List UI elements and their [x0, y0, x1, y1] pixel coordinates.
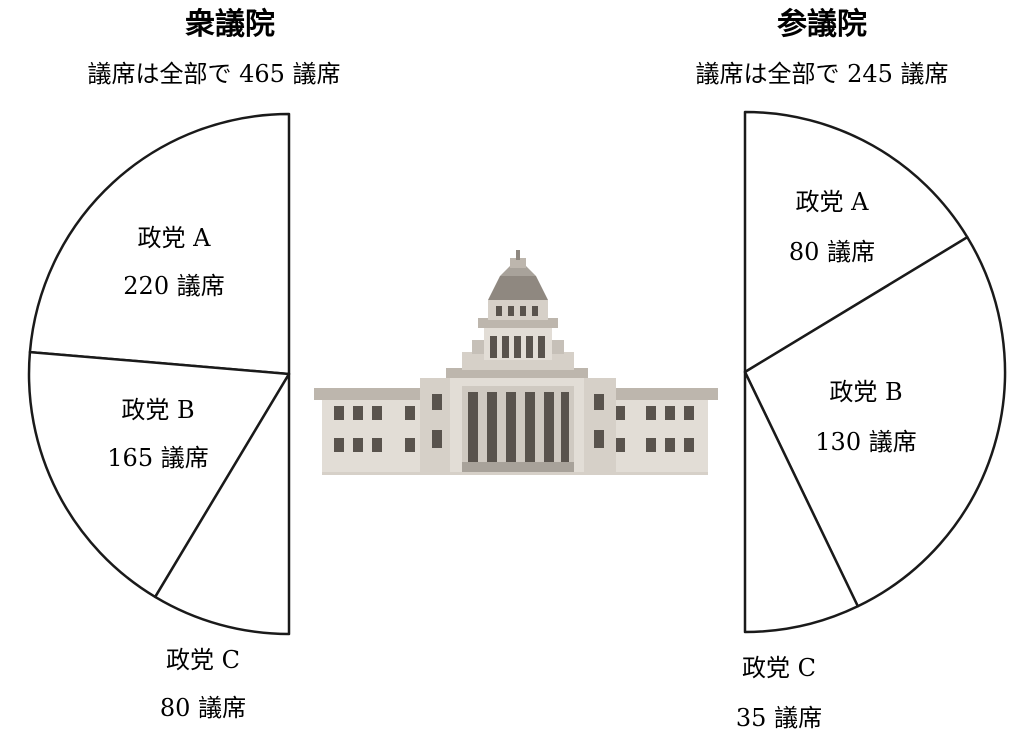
slice-value-party-b: 165 議席: [107, 444, 208, 472]
slice-value-party-c: 35 議席: [736, 704, 822, 732]
slice-name-party-a: 政党 A: [796, 188, 870, 216]
pie-slice-party-c: [743, 370, 860, 634]
chart-subtitle: 議席は全部で 465 議席: [87, 60, 340, 88]
pie-slices: [743, 110, 1007, 634]
national-diet-building-icon: [314, 250, 718, 475]
pie-slice-party-a: [28, 112, 291, 376]
pie-slice-party-b: [27, 350, 291, 599]
slice-value-party-a: 220 議席: [123, 272, 224, 300]
pie-slice-party-a: [743, 110, 969, 374]
chart-subtitle: 議席は全部で 245 議席: [695, 60, 948, 88]
slice-value-party-a: 80 議席: [789, 238, 875, 266]
chart-title: 参議院: [777, 7, 867, 42]
slice-value-party-b: 130 議席: [815, 428, 916, 456]
slice-name-party-c: 政党 C: [742, 654, 816, 682]
chart-title: 衆議院: [185, 7, 275, 42]
pie-slice-party-b: [743, 235, 1007, 608]
pie-slices: [27, 112, 291, 636]
slice-name-party-b: 政党 B: [829, 378, 902, 406]
house-of-councillors-chart: 参議院 議席は全部で 245 議席 政党 A 80 議席 政党 B 130 議席…: [695, 7, 1007, 732]
slice-value-party-c: 80 議席: [160, 694, 246, 722]
slice-name-party-c: 政党 C: [166, 646, 240, 674]
slice-name-party-a: 政党 A: [138, 224, 212, 252]
slice-name-party-b: 政党 B: [121, 396, 194, 424]
pie-slice-party-c: [153, 372, 291, 636]
house-of-representatives-chart: 衆議院 議席は全部で 465 議席 政党 A 220 議席 政党 B 165 議…: [27, 7, 341, 722]
